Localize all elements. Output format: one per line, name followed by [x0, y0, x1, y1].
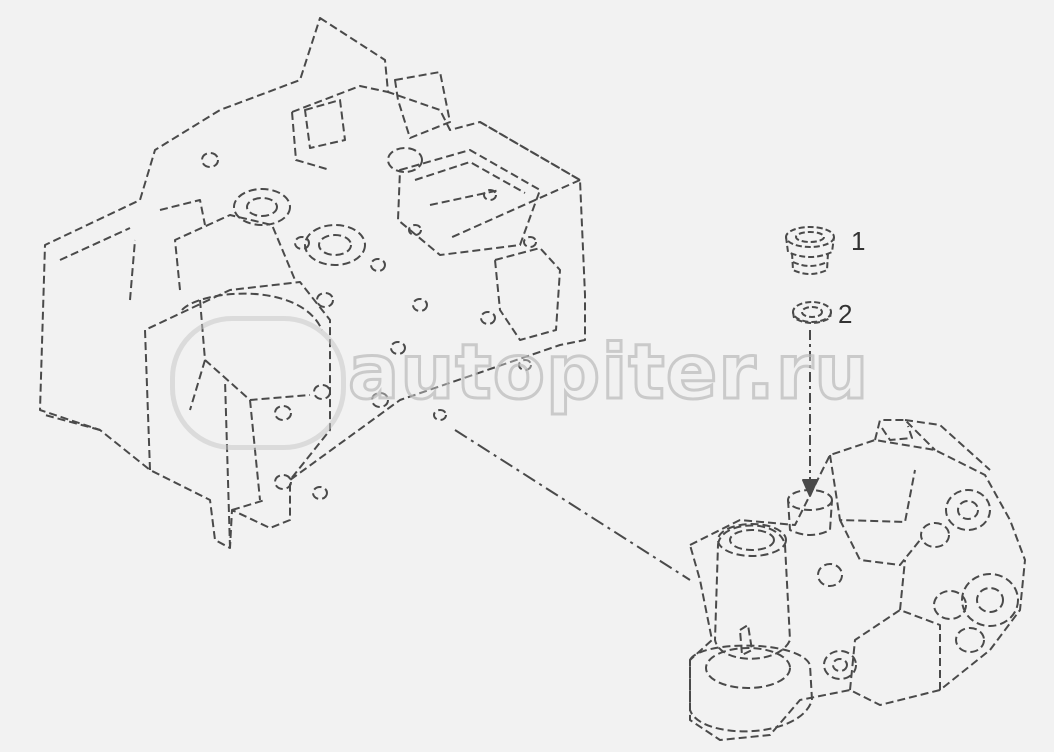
autopiter-logo-icon	[170, 316, 346, 450]
cylinder-head	[39, 17, 586, 549]
callout-part-1: 1	[851, 226, 866, 256]
callout-part-2: 2	[838, 299, 853, 329]
valve-housing	[689, 419, 1026, 741]
washer-part-2	[792, 301, 832, 324]
plug-part-1	[785, 226, 835, 275]
watermark-text: autopiter.ru	[346, 327, 870, 416]
insertion-arrow	[802, 330, 818, 497]
assembly-leader-line	[454, 429, 691, 581]
